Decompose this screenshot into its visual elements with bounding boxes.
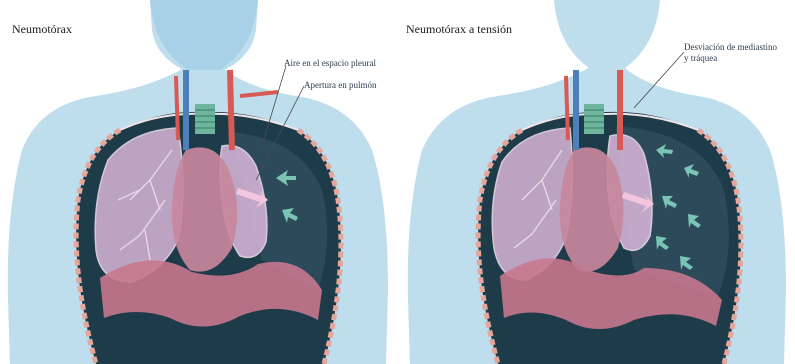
- callout-lung-opening: Apertura en pulmón: [304, 80, 376, 90]
- trachea: [584, 104, 604, 134]
- heart: [560, 147, 624, 271]
- trachea: [195, 104, 215, 134]
- tension-pneumothorax-illustration: [398, 0, 795, 364]
- carotid-artery: [230, 70, 232, 150]
- panel-title: Neumotórax: [12, 22, 72, 37]
- callout-trachea: y tráquea: [684, 53, 717, 63]
- tension-pneumothorax-panel: Neumotórax a tensión Desviación de media…: [398, 0, 795, 364]
- callout-pleural-air: Aire en el espacio pleural: [284, 58, 376, 68]
- pneumothorax-panel: Neumotórax Aire en el espacio pleural Ap…: [0, 0, 396, 364]
- panel-title: Neumotórax a tensión: [406, 22, 512, 37]
- callout-mediastinal-shift: Desviación de mediastino: [684, 42, 777, 52]
- pneumothorax-illustration: [0, 0, 396, 364]
